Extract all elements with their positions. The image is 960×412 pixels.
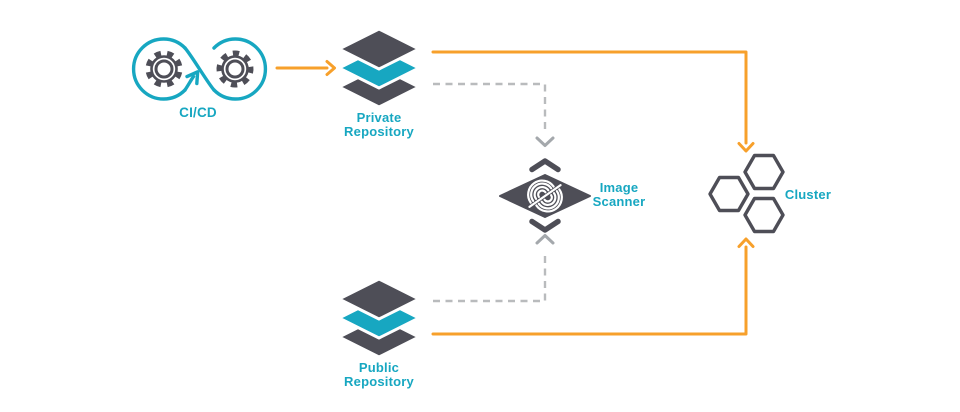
cycle-arrowhead-icon (185, 70, 200, 86)
cicd-label: CI/CD (179, 105, 217, 120)
arrow-public-repo-to-cluster (431, 237, 755, 336)
dashed-arrowhead-up-icon (535, 234, 555, 245)
infinity-cross-strand (183, 46, 216, 92)
cicd-icon (131, 37, 268, 101)
image-scanner-label: Image Scanner (592, 180, 646, 209)
gear-icon-left (145, 50, 183, 88)
hexagon-bottom-right (743, 196, 785, 234)
arrowhead-down-icon (737, 142, 755, 153)
private-repository-label: Private Repository (344, 110, 414, 139)
dashed-arrow-public-repo-to-image-scanner (433, 234, 555, 303)
hexagon-left (708, 175, 750, 213)
dashed-arrow-private-repo-to-image-scanner (433, 82, 555, 147)
cluster-icon (708, 153, 785, 234)
arrowhead-up-icon (737, 237, 755, 248)
infinity-arrow-strand (183, 74, 196, 92)
layer-top (337, 277, 421, 321)
infinity-loop-right (212, 37, 268, 101)
dashed-arrowhead-down-icon (535, 136, 555, 147)
arrow-cicd-to-private-repo (275, 60, 336, 76)
arrowhead-right-icon (325, 60, 336, 76)
image-scanner-icon (499, 158, 591, 233)
arrow-private-repo-to-cluster (431, 50, 755, 153)
layer-top (337, 27, 421, 71)
public-repo-icon (337, 277, 421, 359)
cluster-label: Cluster (784, 187, 832, 202)
private-repo-icon (337, 27, 421, 109)
gear-icon-right (216, 50, 254, 88)
infinity-loop-left (131, 37, 187, 101)
scanner-chevron-down-icon (529, 218, 561, 233)
fingerprint-icon (527, 179, 563, 213)
hexagon-top-right (743, 153, 785, 191)
scanner-chevron-up-icon (529, 158, 561, 173)
public-repository-label: Public Repository (344, 360, 414, 389)
